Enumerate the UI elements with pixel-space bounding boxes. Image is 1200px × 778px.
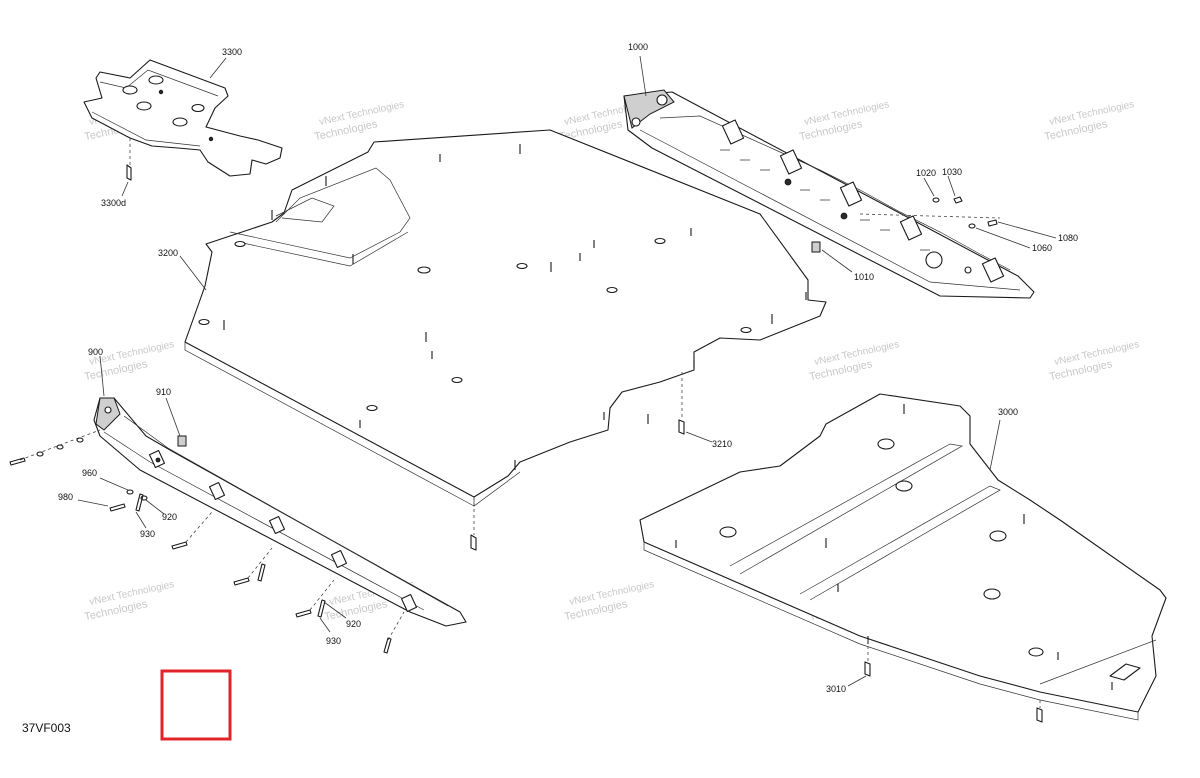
- label-1080: 1080: [1058, 233, 1078, 243]
- part-900-front-rail[interactable]: [93, 397, 467, 627]
- label-1020: 1020: [916, 168, 936, 178]
- label-1060: 1060: [1032, 243, 1052, 253]
- label-3210: 3210: [712, 439, 732, 449]
- diagram-code: 37VF003: [22, 721, 71, 735]
- label-3200: 3200: [158, 248, 178, 258]
- part-3000-skid-plate[interactable]: [639, 393, 1167, 721]
- label-900: 900: [88, 347, 103, 357]
- part-3300-skid-plate[interactable]: [83, 59, 283, 181]
- label-960: 960: [82, 468, 97, 478]
- label-930-upper: 930: [140, 529, 155, 539]
- part-1000-rear-rail[interactable]: [623, 89, 1035, 299]
- red-selection-marker: [160, 669, 232, 741]
- label-1000: 1000: [628, 42, 648, 52]
- label-920-lower: 920: [346, 619, 361, 629]
- label-3010: 3010: [826, 684, 846, 694]
- label-3300d: 3300d: [101, 198, 126, 208]
- label-1030: 1030: [942, 167, 962, 177]
- label-930-lower: 930: [326, 636, 341, 646]
- label-3000: 3000: [998, 407, 1018, 417]
- part-3200-floor-panel[interactable]: [184, 129, 827, 507]
- label-1010: 1010: [854, 272, 874, 282]
- label-980: 980: [58, 492, 73, 502]
- label-910: 910: [156, 387, 171, 397]
- label-3300: 3300: [222, 47, 242, 57]
- front-fastener-group: [9, 429, 405, 654]
- label-920-upper: 920: [162, 512, 177, 522]
